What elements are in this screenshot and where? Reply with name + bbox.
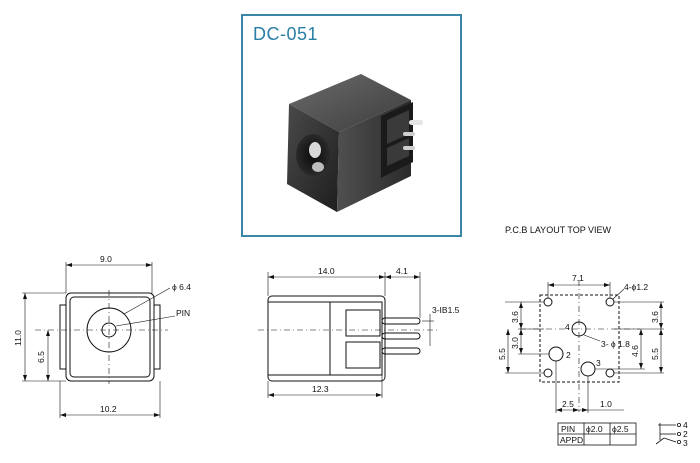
pcb-leader-pin-holes: [583, 334, 601, 342]
front-flange-right: [153, 304, 161, 370]
side-view-arrows: [268, 275, 420, 397]
pcb-hole-label-4: 4: [565, 322, 570, 332]
side-dim-length-bottom: 12.3: [312, 384, 329, 394]
pcb-dim-right-upper: 3.6: [650, 311, 660, 323]
side-dim-length: 14.0: [318, 266, 335, 276]
pcb-mount-hole-tl: [543, 297, 553, 307]
pcb-mount-hole-br: [605, 368, 615, 378]
render-pin-mid: [403, 132, 415, 136]
front-dim-height-center: 6.5: [36, 351, 46, 363]
pcb-dim-left-lower: 5.5: [497, 348, 507, 360]
pcb-mount-hole-dia: 4-ϕ1.2: [624, 282, 648, 292]
pcb-hole-label-2: 2: [566, 350, 571, 360]
pcb-pin-hole-2: [548, 346, 564, 362]
render-pin-low: [403, 146, 415, 150]
pcb-dim-bottom-left: 2.5: [562, 399, 574, 409]
front-body-inner: [69, 296, 151, 378]
product-photo-frame: DC-051: [241, 14, 462, 237]
side-terminal-block: [329, 301, 383, 376]
pcb-pin-hole-3: [580, 361, 596, 377]
pin-legend-2: 2: [683, 429, 688, 439]
render-pin-top: [409, 120, 423, 125]
front-dim-width-bottom: 10.2: [100, 404, 117, 414]
pin-table-header-d20: ϕ2.0: [586, 424, 603, 434]
render-socket-contact: [312, 162, 324, 172]
product-render: [287, 74, 423, 212]
pin-legend-4: 4: [683, 420, 688, 430]
pcb-hole-label-3: 3: [596, 358, 601, 368]
model-title: DC-051: [253, 24, 319, 44]
pin-legend-3: 3: [683, 438, 688, 448]
pcb-dim-right-lower: 5.5: [650, 348, 660, 360]
pcb-dim-right-mid: 4.6: [630, 345, 640, 357]
front-leader-pin: [115, 315, 176, 327]
pcb-dim-left-mid: 3.0: [510, 337, 520, 349]
pcb-arrows: [506, 283, 663, 412]
front-dim-width-top: 9.0: [100, 254, 112, 264]
pin-table-header-d25: ϕ2.5: [612, 424, 629, 434]
pcb-mount-hole-bl: [543, 368, 553, 378]
side-dim-pin-length: 4.1: [396, 266, 408, 276]
pcb-leader-mount: [612, 288, 625, 300]
pcb-dim-top-width: 7.1: [572, 273, 584, 283]
render-terminal-slot-1: [387, 110, 409, 144]
pcb-pin-hole-spec: 3- ϕ 1.8: [601, 339, 630, 349]
side-terminal-lower: [345, 341, 381, 369]
side-pin-top: [381, 317, 421, 325]
front-hole-diameter: ϕ 6.4: [172, 282, 191, 292]
side-pin-bottom: [381, 347, 421, 355]
front-pin-label: PIN: [176, 308, 190, 318]
front-dim-height-total: 11.0: [13, 330, 23, 346]
side-pin-spec: 3-ΙΒ1.5: [432, 305, 460, 315]
pcb-layout: [505, 280, 664, 413]
pin-table-row-appd: APPD: [560, 435, 583, 445]
pin-table: [557, 422, 637, 446]
pcb-dim-left-upper: 3.6: [510, 311, 520, 323]
pin-legend-symbol: [655, 422, 682, 445]
render-socket-pin: [309, 142, 321, 158]
pin-table-header-pin: PIN: [561, 424, 575, 434]
front-view-arrows: [23, 263, 160, 417]
side-view: [258, 272, 438, 398]
pcb-mount-hole-tr: [605, 297, 615, 307]
pcb-dim-bottom-right: 1.0: [600, 399, 612, 409]
side-pin-middle: [381, 332, 421, 340]
pcb-outline: [539, 294, 620, 383]
render-terminal-slot-2: [387, 138, 409, 166]
front-view: [22, 262, 176, 418]
pcb-layout-title: P.C.B LAYOUT TOP VIEW: [505, 225, 612, 235]
front-flange-left: [59, 304, 67, 370]
front-leader-dia: [123, 287, 171, 315]
side-terminal-upper: [345, 309, 381, 337]
render-top-face: [289, 74, 411, 132]
